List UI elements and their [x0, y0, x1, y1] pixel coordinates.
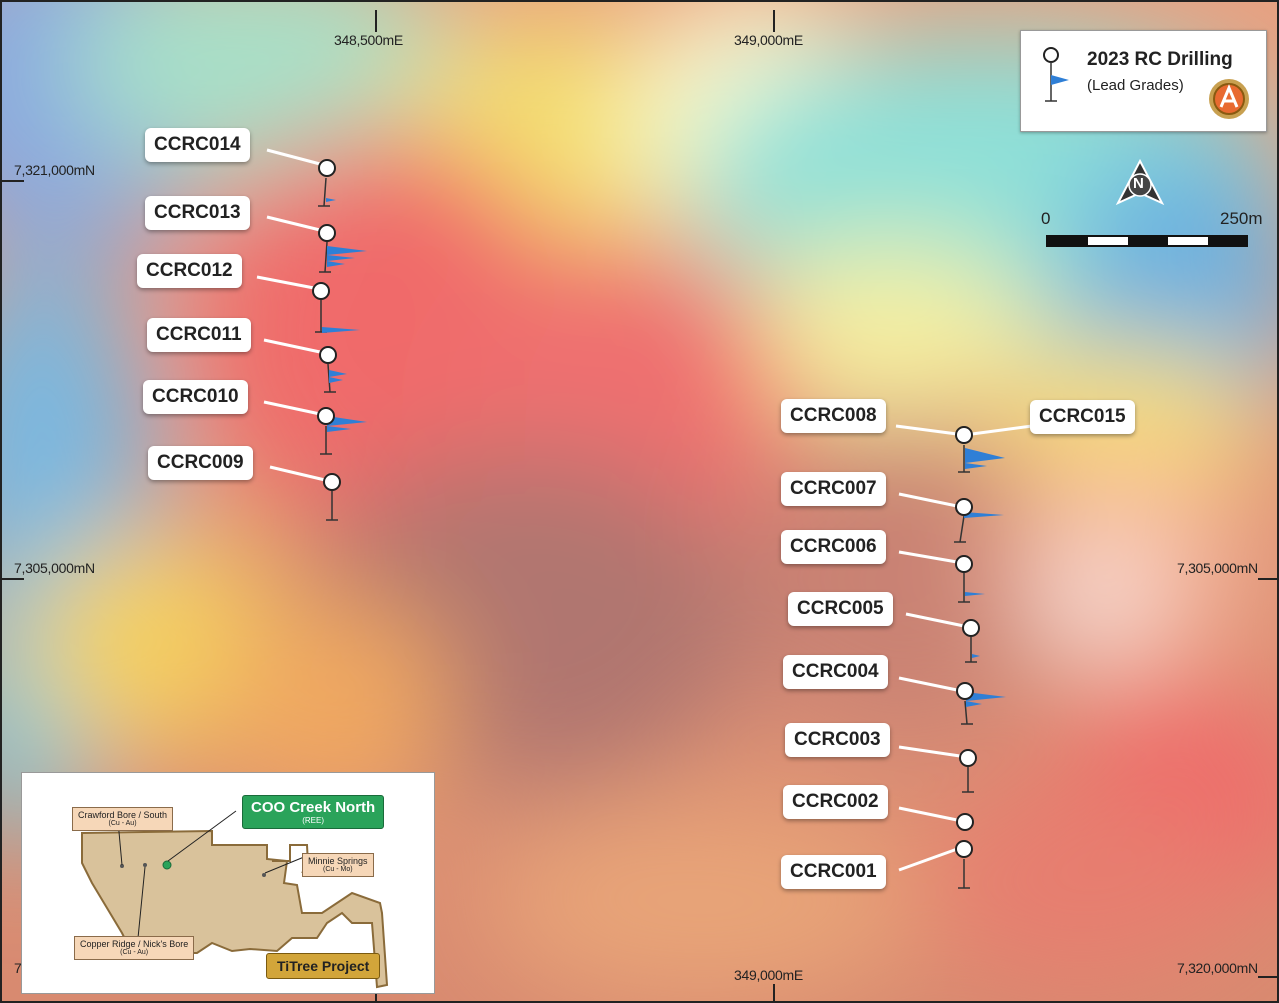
drill-hole-ccrc002[interactable] [956, 813, 974, 831]
drill-collar-icon [956, 813, 974, 831]
easting-label-349000-top: 349,000mE [734, 32, 803, 48]
grid-tick-348500-top [375, 10, 377, 32]
grid-tick-n-left-top [2, 180, 24, 182]
hole-label-ccrc003[interactable]: CCRC003 [785, 723, 890, 757]
hole-label-ccrc009[interactable]: CCRC009 [148, 446, 253, 480]
grid-tick-n-right-bottom [1258, 976, 1277, 978]
drill-hole-ccrc005[interactable] [962, 619, 980, 663]
drill-collar-icon [323, 473, 341, 491]
drill-hole-ccrc014[interactable] [318, 159, 336, 207]
drill-collar-icon [319, 346, 337, 364]
drill-hole-ccrc004[interactable] [956, 682, 1006, 725]
northing-label-top-left: 7,321,000mN [14, 162, 95, 178]
northing-label-mid-left: 7,305,000mN [14, 560, 95, 576]
drill-collar-icon [959, 749, 977, 767]
hole-label-ccrc004[interactable]: CCRC004 [783, 655, 888, 689]
drill-collar-icon [318, 159, 336, 177]
drill-collar-icon [962, 619, 980, 637]
hole-label-ccrc015[interactable]: CCRC015 [1030, 400, 1135, 434]
northing-label-bottom-right: 7,320,000mN [1177, 960, 1258, 976]
grid-tick-349000-top [773, 10, 775, 32]
drill-hole-ccrc013[interactable] [318, 224, 367, 273]
drill-hole-ccrc003[interactable] [959, 749, 977, 793]
drill-collar-icon [312, 282, 330, 300]
drill-collar-icon [955, 840, 973, 858]
hole-label-ccrc005[interactable]: CCRC005 [788, 592, 893, 626]
drill-hole-ccrc010[interactable] [317, 407, 367, 455]
hole-label-ccrc011[interactable]: CCRC011 [147, 318, 251, 352]
drill-hole-ccrc006[interactable] [955, 555, 985, 603]
north-arrow-icon [1115, 158, 1165, 206]
drill-collar-icon [318, 224, 336, 242]
blue-flag-icon [1051, 75, 1069, 85]
drill-hole-ccrc001[interactable] [955, 840, 973, 889]
drill-collar-icon [955, 555, 973, 573]
drill-collar-icon [956, 682, 974, 700]
hole-label-ccrc012[interactable]: CCRC012 [137, 254, 242, 288]
hole-label-ccrc002[interactable]: CCRC002 [783, 785, 888, 819]
hole-label-ccrc006[interactable]: CCRC006 [781, 530, 886, 564]
inset-label-coo-creek-north: COO Creek North (REE) [242, 795, 385, 829]
company-logo-icon [1209, 79, 1249, 119]
grid-tick-n-right-mid [1258, 578, 1277, 580]
inset-label-titree-project: TiTree Project [266, 953, 381, 979]
north-arrow-letter: N [1133, 175, 1144, 192]
hole-label-ccrc010[interactable]: CCRC010 [143, 380, 248, 414]
drill-hole-ccrc007[interactable] [954, 498, 1004, 543]
drill-collar-icon [317, 407, 335, 425]
scale-start-label: 0 [1041, 209, 1051, 228]
northing-label-mid-right: 7,305,000mN [1177, 560, 1258, 576]
inset-label-crawford-bore: Crawford Bore / South (Cu - Au) [72, 807, 174, 832]
drill-collar-icon [955, 498, 973, 516]
inset-label-minnie-springs: Minnie Springs (Cu - Mo) [302, 853, 374, 878]
scale-bar [1046, 235, 1248, 247]
legend-title: 2023 RC Drilling [1087, 49, 1233, 70]
label-leader-lines [256, 148, 1033, 872]
hole-label-ccrc001[interactable]: CCRC001 [781, 855, 886, 889]
hole-label-ccrc014[interactable]: CCRC014 [145, 128, 250, 162]
legend-panel: 2023 RC Drilling (Lead Grades) [1020, 30, 1267, 132]
hole-label-ccrc007[interactable]: CCRC007 [781, 472, 886, 506]
drill-hole-ccrc008[interactable] [955, 426, 1005, 473]
easting-label-349000-bottom: 349,000mE [734, 967, 803, 983]
grid-tick-n-left-mid [2, 578, 24, 580]
inset-label-copper-ridge: Copper Ridge / Nick's Bore (Cu - Au) [74, 936, 195, 961]
hole-label-ccrc008[interactable]: CCRC008 [781, 399, 886, 433]
legend-subtitle: (Lead Grades) [1087, 77, 1184, 94]
scale-end-label: 250m [1220, 209, 1263, 228]
hole-label-ccrc013[interactable]: CCRC013 [145, 196, 250, 230]
grid-tick-349000-bottom [773, 984, 775, 1001]
easting-label-348500: 348,500mE [334, 32, 403, 48]
drill-hole-ccrc009[interactable] [323, 473, 341, 521]
drill-collar-icon [955, 426, 973, 444]
location-inset-map: Crawford Bore / South (Cu - Au) COO Cree… [21, 772, 435, 994]
drill-hole-ccrc012[interactable] [312, 282, 360, 333]
northing-label-bottom-left-partial: 7 [14, 960, 22, 976]
drill-collar-icon [1043, 47, 1069, 102]
drill-hole-ccrc011[interactable] [319, 346, 347, 393]
